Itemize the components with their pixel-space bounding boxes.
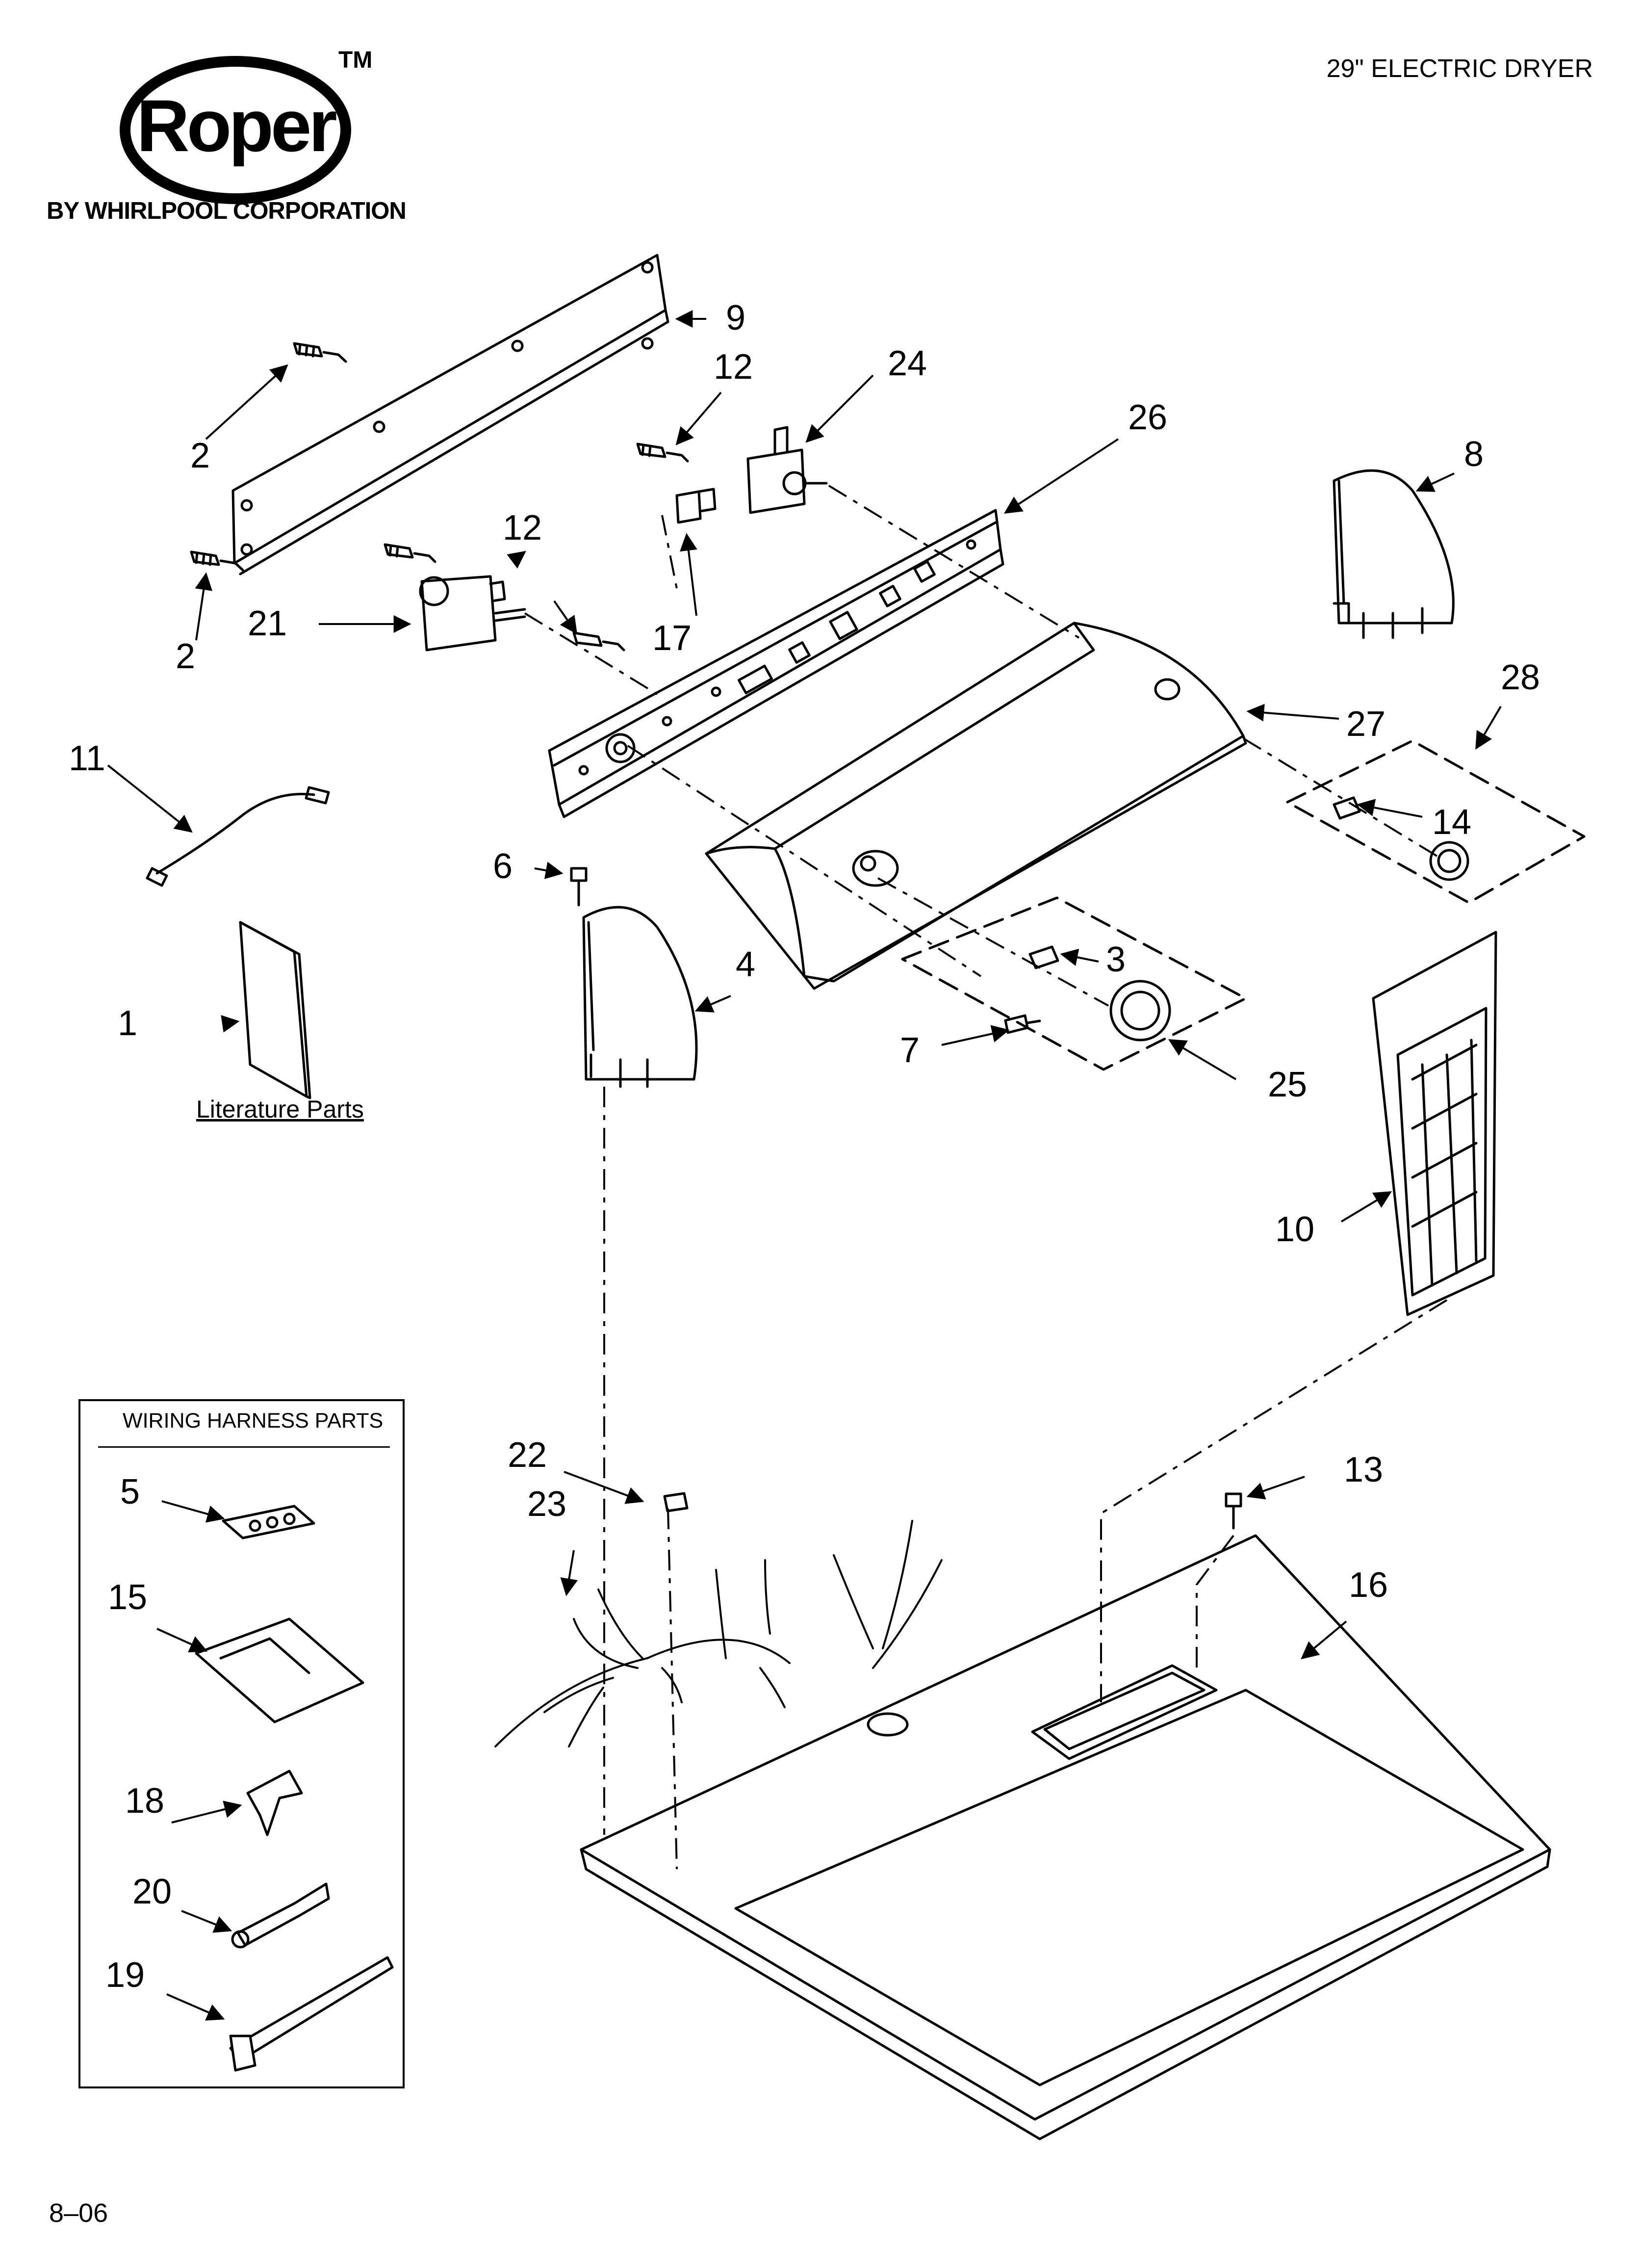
knob-group-part-25 bbox=[901, 896, 1247, 1071]
connector-part-5 bbox=[222, 1505, 315, 1539]
timer-part-21 bbox=[419, 575, 526, 652]
wire-part-11 bbox=[146, 786, 330, 887]
callout-12-top: 12 bbox=[714, 347, 753, 387]
switch-part-17 bbox=[675, 488, 717, 524]
callout-28: 28 bbox=[1501, 658, 1540, 697]
screw-part-12-top bbox=[636, 443, 689, 463]
terminal-part-20 bbox=[231, 1882, 330, 1949]
callout-6: 6 bbox=[493, 847, 513, 886]
end-cap-right-part-8 bbox=[1333, 469, 1455, 639]
document-title: 29" ELECTRIC DRYER bbox=[1326, 54, 1593, 83]
callout-18: 18 bbox=[125, 1781, 165, 1821]
callout-2-upper: 2 bbox=[190, 436, 210, 475]
callout-8: 8 bbox=[1464, 435, 1484, 474]
callout-27: 27 bbox=[1346, 704, 1386, 744]
callout-5: 5 bbox=[120, 1472, 140, 1512]
screw-part-12-lower bbox=[572, 631, 625, 652]
brand-subtitle: BY WHIRLPOOL CORPORATION bbox=[47, 198, 407, 224]
assembly-guide-lines bbox=[524, 485, 1448, 1870]
wiring-harness-parts-title: WIRING HARNESS PARTS bbox=[123, 1409, 384, 1433]
callout-24: 24 bbox=[888, 344, 927, 383]
screw-part-2-upper bbox=[293, 342, 347, 363]
literature-booklet-part-1 bbox=[239, 921, 311, 1099]
callout-2-lower: 2 bbox=[176, 637, 196, 676]
screw-part-2-lower bbox=[190, 550, 244, 572]
callout-3: 3 bbox=[1106, 940, 1126, 979]
screw-part-12-left bbox=[384, 543, 436, 563]
callout-23: 23 bbox=[527, 1485, 567, 1524]
wiring-harness-parts-box bbox=[78, 1399, 405, 2088]
callout-20: 20 bbox=[132, 1872, 172, 1911]
switch-part-24 bbox=[746, 426, 828, 514]
rear-console-panel bbox=[231, 254, 669, 575]
callout-13: 13 bbox=[1344, 1450, 1384, 1489]
callout-7: 7 bbox=[900, 1031, 920, 1070]
end-cap-left-part-4 bbox=[582, 906, 698, 1088]
harness-title-underline bbox=[98, 1446, 390, 1448]
callout-17: 17 bbox=[652, 619, 692, 658]
roper-logo-graphic: Roper bbox=[120, 56, 351, 204]
callout-1: 1 bbox=[118, 1004, 138, 1043]
knob-group-part-28 bbox=[1286, 739, 1586, 904]
callout-21: 21 bbox=[248, 604, 287, 643]
screw-part-13 bbox=[1225, 1492, 1242, 1530]
callout-10: 10 bbox=[1275, 1210, 1315, 1249]
callout-4: 4 bbox=[736, 945, 756, 984]
callout-15: 15 bbox=[108, 1578, 148, 1617]
connector-block-part-15 bbox=[195, 1617, 364, 1723]
callout-11: 11 bbox=[69, 739, 105, 778]
clip-part-22 bbox=[663, 1492, 689, 1512]
clip-part-18 bbox=[246, 1770, 303, 1836]
callout-leaders bbox=[107, 310, 1502, 2021]
control-panel-bracket bbox=[548, 509, 1004, 818]
callout-16: 16 bbox=[1349, 1565, 1388, 1605]
roper-logo-wordmark: Roper bbox=[136, 84, 336, 167]
callout-12-middle: 12 bbox=[503, 508, 542, 547]
roper-logo: Roper bbox=[113, 49, 358, 211]
callout-22: 22 bbox=[508, 1435, 547, 1475]
trademark-mark: TM bbox=[338, 47, 373, 73]
lint-screen-part-10 bbox=[1372, 931, 1497, 1316]
callout-25: 25 bbox=[1268, 1065, 1308, 1104]
revision-date-code: 8–06 bbox=[49, 2198, 108, 2228]
screw-part-6 bbox=[570, 867, 588, 907]
callout-26: 26 bbox=[1128, 398, 1168, 437]
top-panel-part-16 bbox=[580, 1534, 1551, 2140]
callout-9: 9 bbox=[726, 298, 746, 338]
cable-tie-part-19 bbox=[229, 1956, 394, 2072]
console-part-27 bbox=[705, 622, 1247, 990]
callout-19: 19 bbox=[105, 1955, 145, 1995]
callout-14: 14 bbox=[1432, 803, 1472, 842]
literature-parts-label: Literature Parts bbox=[196, 1095, 364, 1123]
